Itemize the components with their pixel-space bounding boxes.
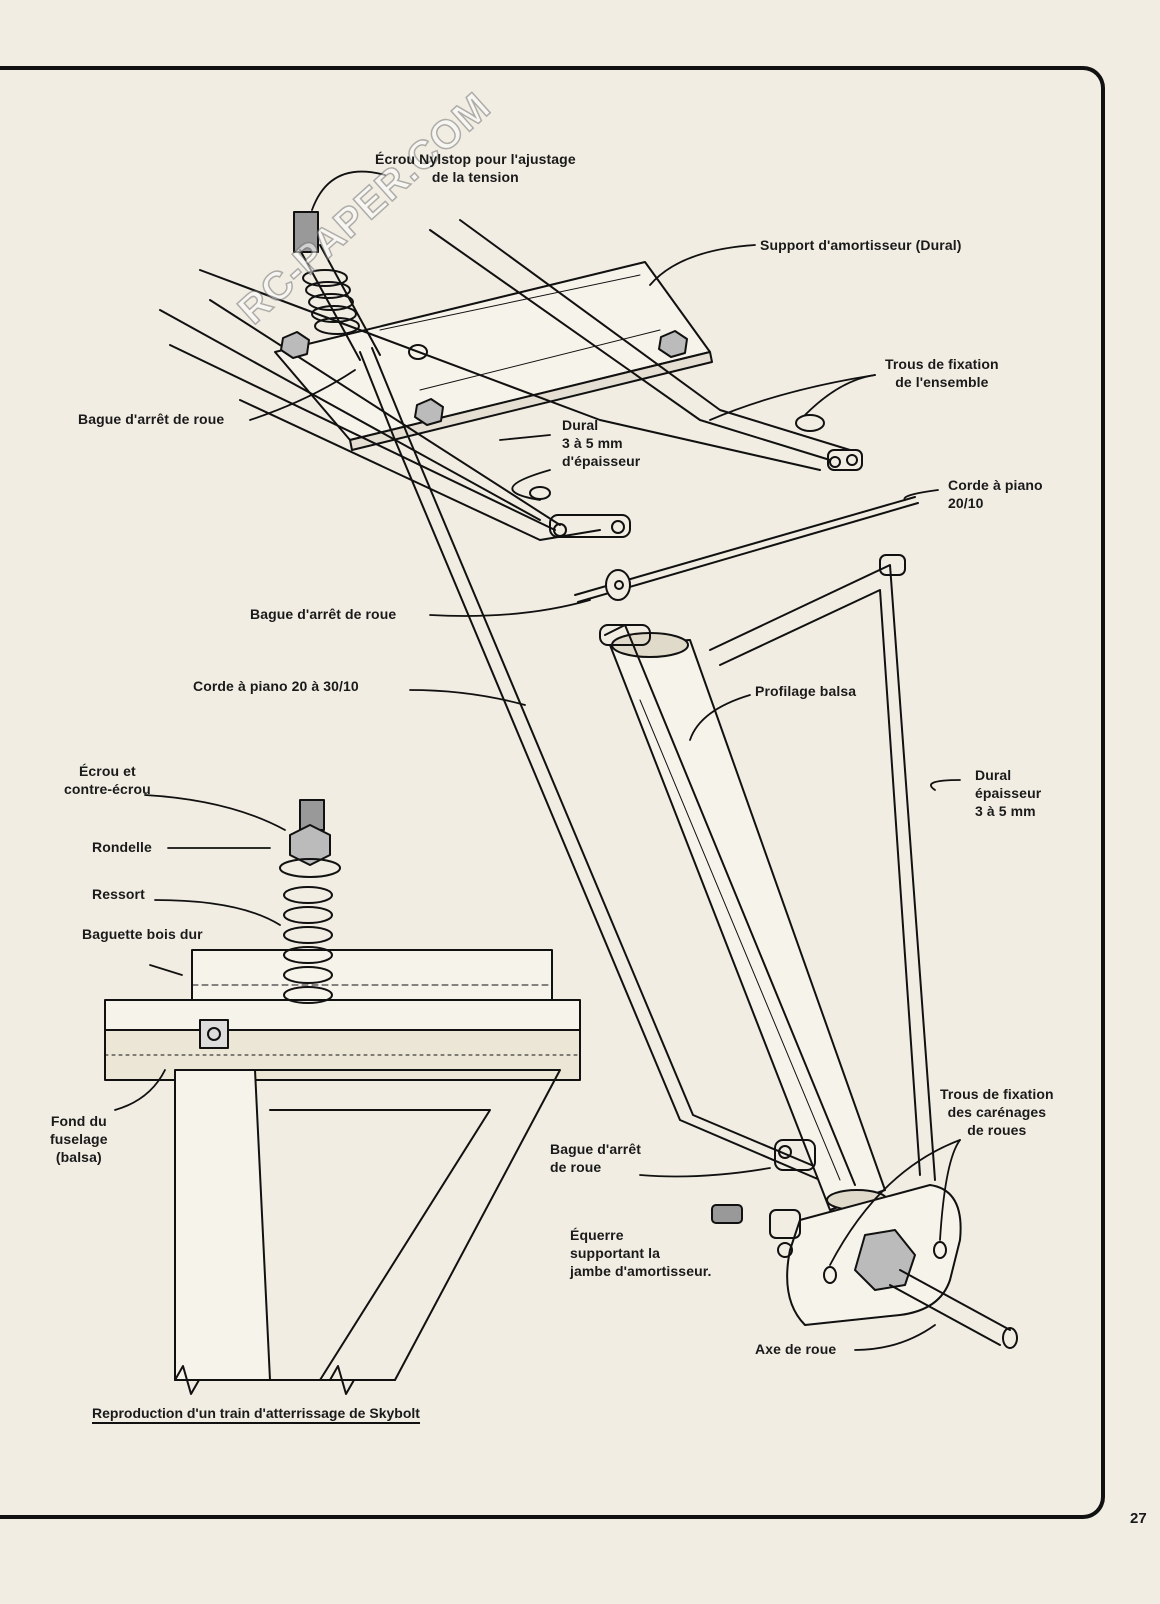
leader-lines — [114, 170, 961, 1351]
page-frame — [0, 66, 1105, 1519]
label-ecrou-contre-ecrou: Écrou et contre-écrou — [64, 763, 151, 797]
label-corde-piano-2030: Corde à piano 20 à 30/10 — [193, 678, 359, 694]
shock-support-plate — [274, 261, 713, 451]
label-ressort: Ressort — [92, 886, 145, 902]
label-dural-epaisseur-1: Dural 3 à 5 mm d'épaisseur — [562, 417, 641, 469]
upper-shock-absorber — [293, 211, 381, 361]
label-bague-arret-roue-1: Bague d'arrêt de roue — [78, 411, 225, 427]
upper-frame-rails — [159, 219, 851, 541]
label-ecrou-nylstop: Écrou Nylstop pour l'ajustage de la tens… — [375, 151, 576, 185]
label-equerre: Équerre supportant la jambe d'amortisseu… — [570, 1227, 712, 1279]
wheel-plate — [786, 1184, 1018, 1349]
label-corde-piano-2010: Corde à piano 20/10 — [948, 477, 1043, 511]
label-baguette-bois-dur: Baguette bois dur — [82, 926, 203, 942]
label-dural-epaisseur-2: Dural épaisseur 3 à 5 mm — [975, 767, 1042, 819]
small-bracket-parts — [711, 1139, 816, 1258]
label-rondelle: Rondelle — [92, 839, 152, 855]
label-trous-fixation-ensemble: Trous de fixation de l'ensemble — [885, 356, 999, 390]
page-number: 27 — [1130, 1510, 1147, 1527]
piano-wire-leg — [359, 347, 829, 1181]
label-bague-arret-roue-3: Bague d'arrêt de roue — [550, 1141, 641, 1175]
label-axe-de-roue: Axe de roue — [755, 1341, 837, 1357]
nuts — [280, 330, 688, 426]
piano-wire-axle — [574, 496, 919, 603]
label-bague-arret-roue-2: Bague d'arrêt de roue — [250, 606, 397, 622]
label-profilage-balsa: Profilage balsa — [755, 683, 857, 699]
balsa-fairing-strut — [609, 632, 888, 1211]
label-support-amortisseur: Support d'amortisseur (Dural) — [760, 237, 962, 253]
label-trous-fixation-carenages: Trous de fixation des carénages de roues — [940, 1086, 1054, 1138]
mounting-lugs — [529, 414, 863, 538]
figure-caption: Reproduction d'un train d'atterrissage d… — [92, 1405, 420, 1424]
lower-strut-frame — [174, 1019, 561, 1395]
dural-frame — [599, 554, 936, 1186]
lower-spring — [279, 799, 341, 1004]
fuselage-floor — [104, 999, 581, 1081]
watermark: RC-PAPER.COM — [90, 84, 510, 450]
label-fond-fuselage: Fond du fuselage (balsa) — [50, 1113, 108, 1165]
watermark-text: RC-PAPER.COM — [229, 84, 500, 334]
